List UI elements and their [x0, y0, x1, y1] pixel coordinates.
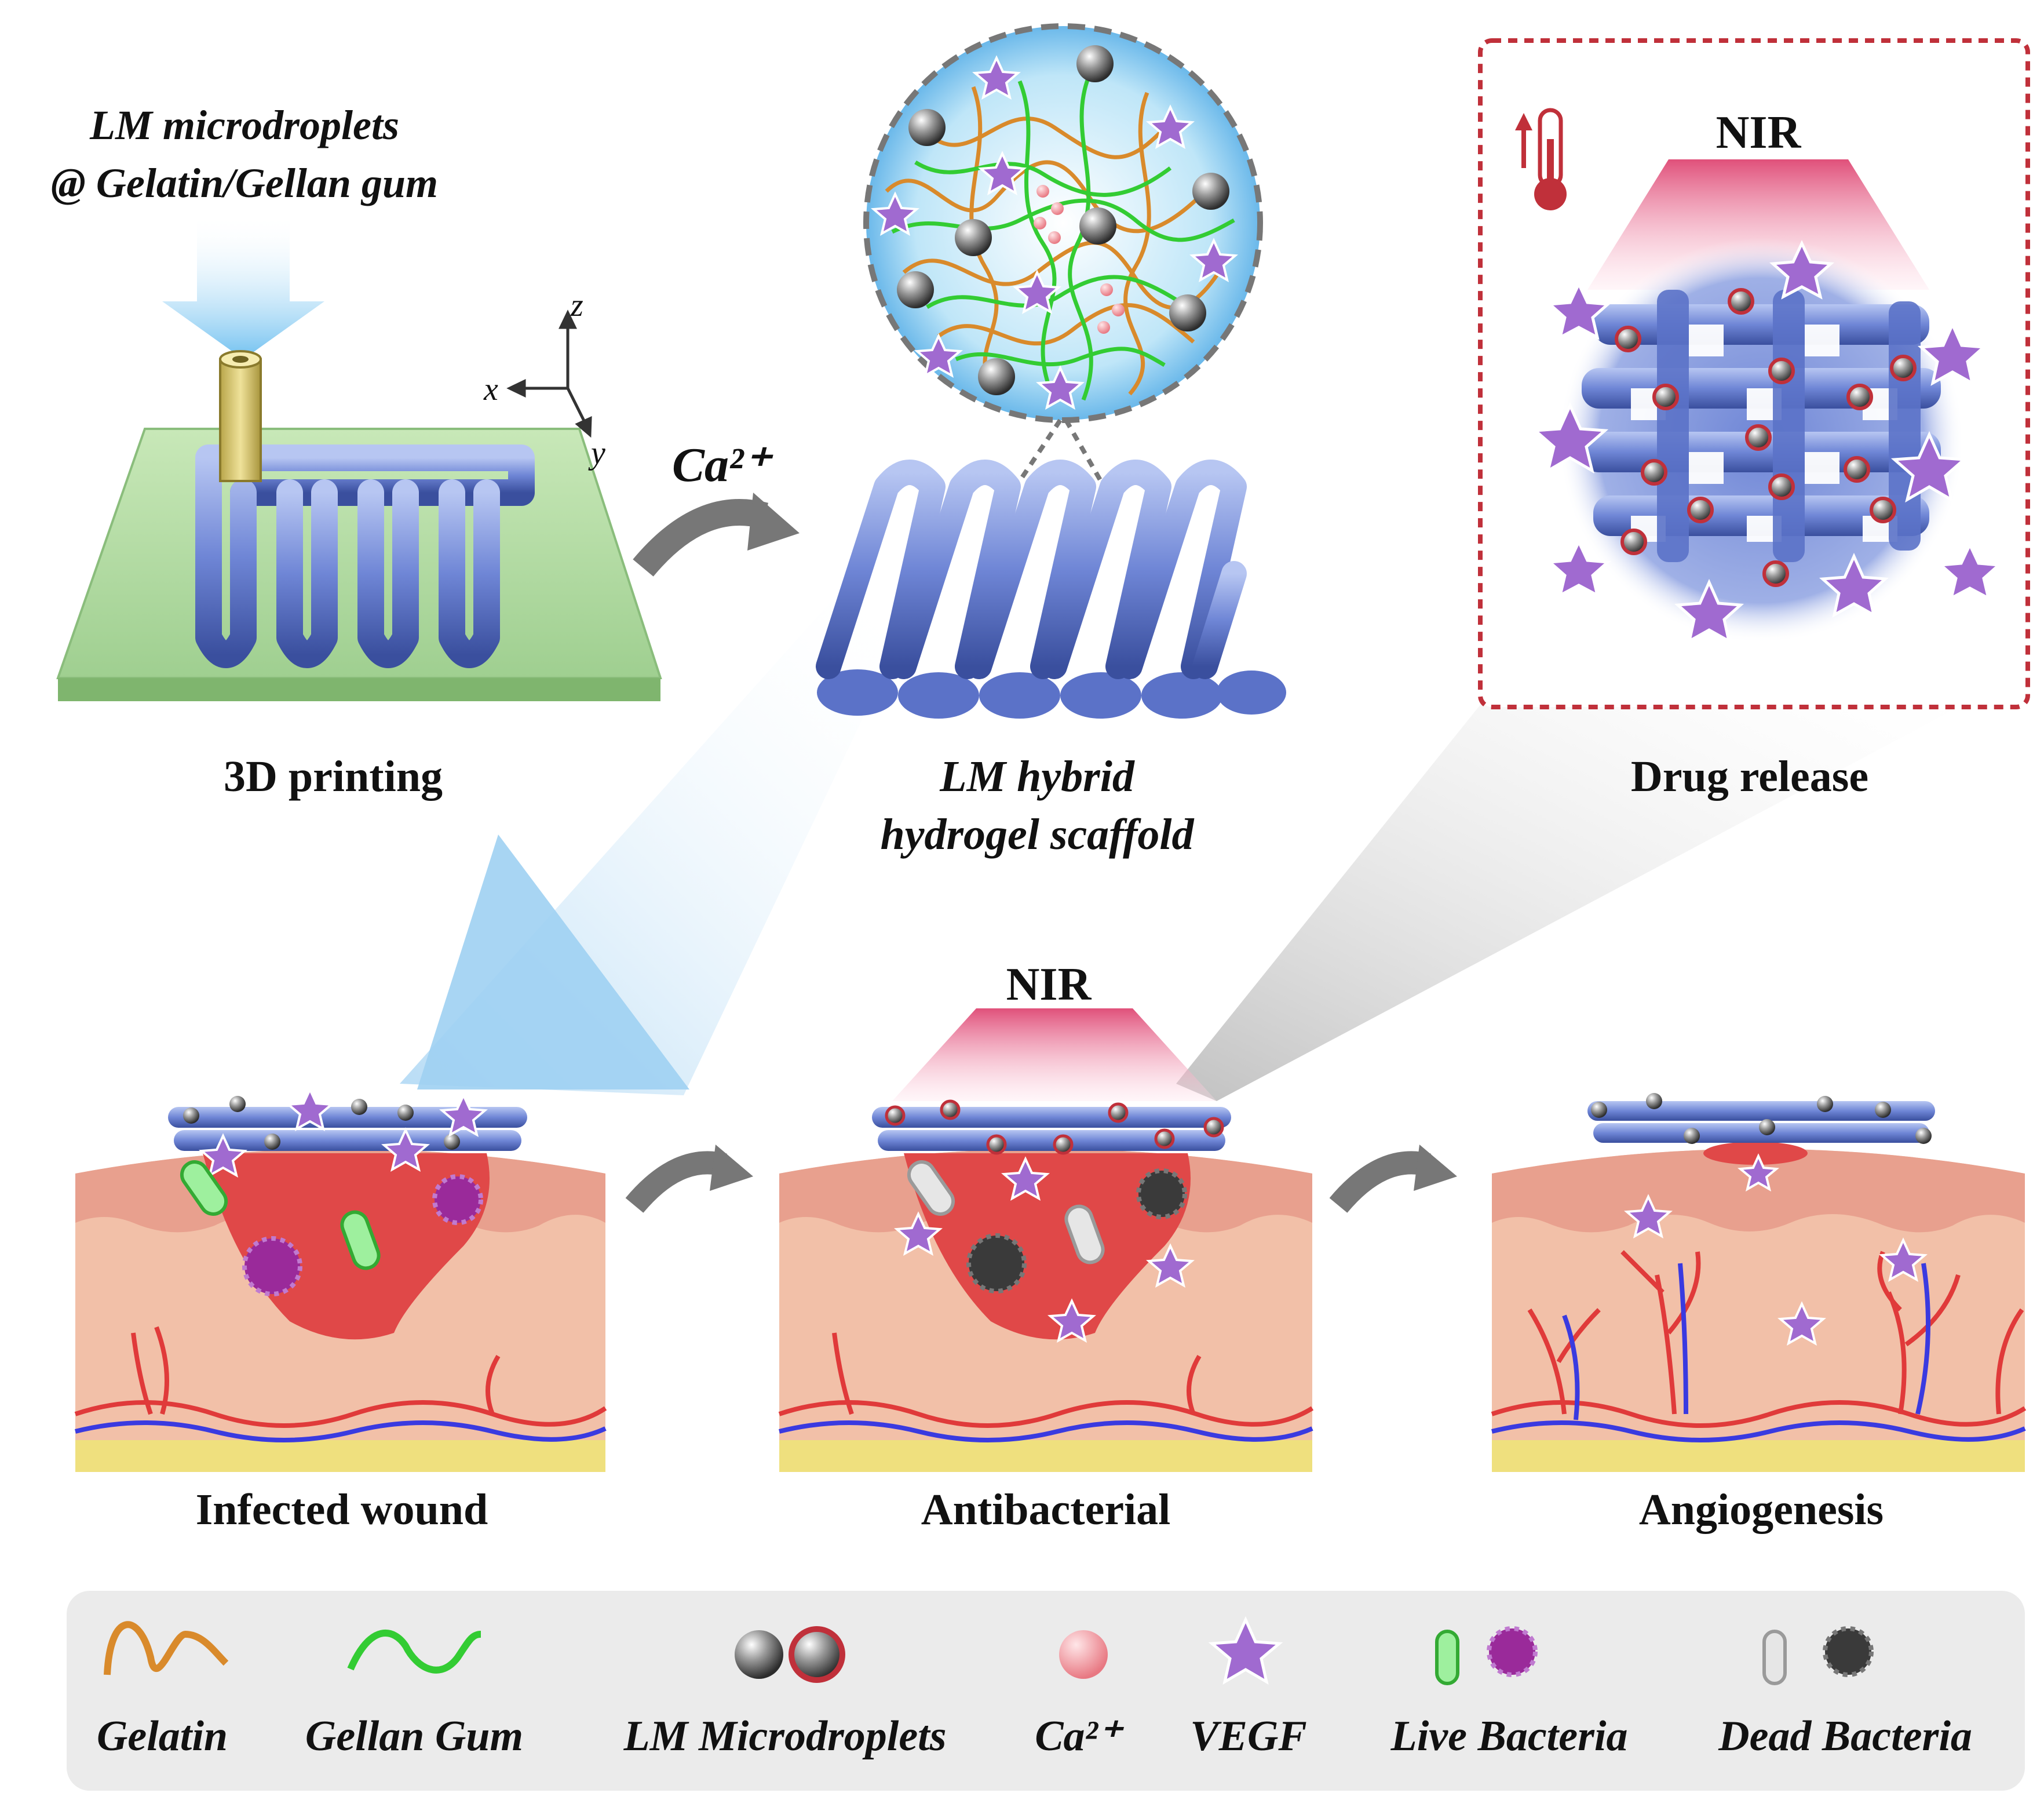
ink-label-line2: @ Gelatin/Gellan gum [51, 160, 438, 206]
crosslinker-label: Ca²⁺ [672, 438, 773, 492]
hydrogel-scaffold [816, 460, 1286, 719]
wound-caption: Infected wound [196, 1485, 488, 1534]
new-vessels [1491, 1250, 2027, 1442]
fat-layer [75, 1440, 605, 1472]
scaffold-panel: LM hybrid hydrogel scaffold [816, 23, 1286, 859]
legend-lm-heated-symbol [789, 1626, 845, 1683]
printed-filament [195, 444, 546, 668]
antibacterial-caption: Antibacterial [921, 1485, 1171, 1534]
blue-arrow-head [417, 835, 689, 1089]
axis-triad [506, 309, 592, 438]
thermometer-icon [1515, 108, 1567, 210]
crosslink-step: Ca²⁺ [633, 438, 800, 577]
angiogenesis-caption: Angiogenesis [1639, 1485, 1884, 1534]
legend-gellan-label: Gellan Gum [305, 1712, 523, 1760]
release-caption: Drug release [1631, 752, 1868, 801]
legend-vegf-symbol [1208, 1616, 1283, 1685]
legend-ca-symbol [1059, 1630, 1108, 1679]
grey-zoom-funnel [1176, 701, 1970, 1101]
axis-z-label: z [570, 287, 583, 323]
woven-scaffold-closeup [1531, 240, 2003, 644]
legend-live-rod [1435, 1630, 1459, 1685]
scaffold-caption-line1: LM hybrid [939, 752, 1135, 801]
lm-droplets-zoom [897, 45, 1229, 395]
ink-label-line1: LM microdroplets [89, 102, 399, 148]
legend-live-coccus [1487, 1626, 1538, 1677]
nir-label-top: NIR [1716, 107, 1802, 158]
curved-arrow [633, 499, 769, 577]
polymer-network [885, 74, 1235, 401]
legend-gelatin-symbol [104, 1621, 229, 1675]
legend-box [67, 1591, 2025, 1791]
deposition-arrow [162, 214, 324, 359]
legend-dead-rod [1762, 1630, 1787, 1685]
wound-panel-antibacterial: NIR [778, 959, 1314, 1534]
vegf-zoom [871, 55, 1238, 410]
print-bed-edge [58, 678, 660, 701]
legend: Gelatin Gellan Gum LM Microdroplets Ca²⁺… [67, 1591, 2025, 1791]
wound-panel-infected: Infected wound [74, 1087, 607, 1534]
live-bacteria [180, 1160, 483, 1296]
axis-y-label: y [588, 435, 605, 471]
scaffold-dressing [168, 1107, 527, 1151]
legend-gelatin-label: Gelatin [97, 1712, 228, 1760]
wound-panel-angiogenesis: Angiogenesis [1491, 1093, 2027, 1534]
printing-panel: LM microdroplets @ Gelatin/Gellan gum [51, 102, 662, 801]
release-panel: NIR [1478, 38, 2030, 801]
nir-beam-bottom [892, 1008, 1217, 1101]
legend-lm-symbol [735, 1630, 783, 1679]
legend-vegf-label: VEGF [1190, 1712, 1307, 1760]
nir-label-bottom: NIR [1006, 959, 1092, 1010]
legend-dead-label: Dead Bacteria [1718, 1712, 1972, 1760]
axis-x-label: x [483, 371, 498, 407]
vessels [74, 1326, 607, 1442]
legend-gellan-symbol [347, 1630, 481, 1674]
scaffold-caption-line2: hydrogel scaffold [880, 810, 1194, 859]
legend-ca-label: Ca²⁺ [1035, 1712, 1125, 1760]
dead-bacteria [907, 1160, 1187, 1293]
legend-live-label: Live Bacteria [1390, 1712, 1628, 1760]
nozzle [219, 358, 262, 482]
printing-caption: 3D printing [224, 752, 443, 801]
legend-dead-coccus [1823, 1626, 1874, 1677]
legend-lm-label: LM Microdroplets [623, 1712, 946, 1760]
ca-ions-cluster [1034, 185, 1125, 334]
